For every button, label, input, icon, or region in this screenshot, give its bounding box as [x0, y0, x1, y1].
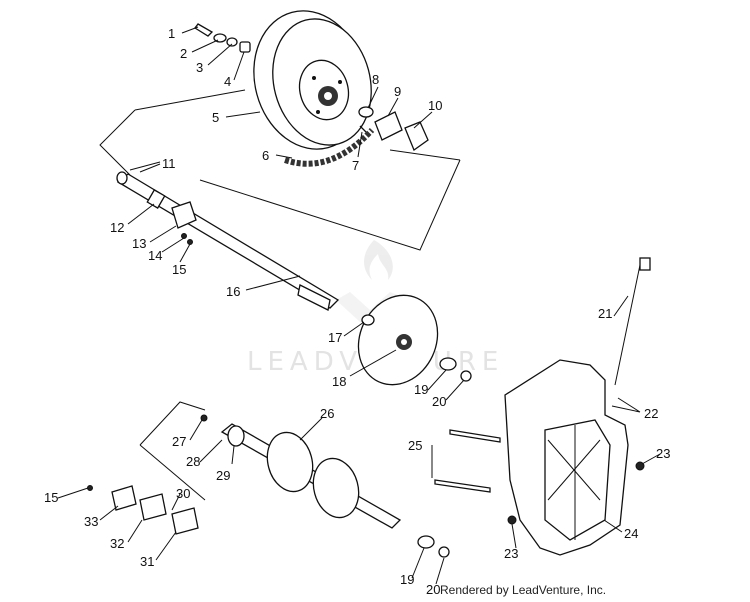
callout-32: 32 — [110, 536, 124, 551]
callout-22: 22 — [644, 406, 658, 421]
callout-6: 6 — [262, 148, 269, 163]
callouts: 1 2 3 4 5 6 7 8 9 10 11 12 13 14 15 16 1… — [44, 26, 670, 597]
key-11 — [129, 161, 161, 171]
callout-10: 10 — [428, 98, 442, 113]
flange-plate-33 — [111, 485, 137, 511]
cable-cap — [639, 257, 651, 271]
callout-18: 18 — [332, 374, 346, 389]
bolt-15 — [187, 239, 193, 245]
bolt-25a — [449, 429, 501, 443]
driven-pulley — [253, 10, 372, 150]
callout-17: 17 — [328, 330, 342, 345]
flange-plate-32 — [139, 493, 167, 521]
bolt-washer-stack — [194, 23, 251, 53]
callout-19: 19 — [414, 382, 428, 397]
footer-credit: Rendered by LeadVenture, Inc. — [440, 583, 606, 597]
callout-28: 28 — [186, 454, 200, 469]
callout-24: 24 — [624, 526, 638, 541]
callout-21: 21 — [598, 306, 612, 321]
callout-8: 8 — [372, 72, 379, 87]
callout-3: 3 — [196, 60, 203, 75]
leader-lines — [57, 26, 661, 585]
bearing-19b — [417, 535, 435, 549]
callout-23: 23 — [656, 446, 670, 461]
bearing-flange-10 — [404, 121, 429, 152]
nut-14 — [181, 233, 187, 239]
sprocket-shaft — [220, 423, 402, 529]
callout-25: 25 — [408, 438, 422, 453]
drive-chain — [284, 127, 375, 167]
bracket-line — [389, 149, 461, 161]
washer-8 — [358, 106, 374, 118]
washer-20 — [460, 370, 472, 382]
callout-9: 9 — [394, 84, 401, 99]
callout-29: 29 — [216, 468, 230, 483]
flange-plate-31 — [171, 507, 199, 535]
callout-15: 15 — [172, 262, 186, 277]
washer-20b — [438, 546, 450, 558]
drive-shaft — [116, 171, 340, 311]
callout-14: 14 — [148, 248, 162, 263]
callout-16: 16 — [226, 284, 240, 299]
callout-15b: 15 — [44, 490, 58, 505]
bracket-line — [139, 401, 206, 446]
callout-11: 11 — [162, 156, 176, 171]
callout-2: 2 — [180, 46, 187, 61]
bracket-line — [99, 109, 136, 176]
callout-20: 20 — [432, 394, 446, 409]
callout-26: 26 — [320, 406, 334, 421]
snap-ring-17 — [361, 314, 375, 326]
callout-19b: 19 — [400, 572, 414, 587]
callout-7: 7 — [352, 158, 359, 173]
bracket-line — [139, 444, 206, 501]
bolt-25b — [434, 479, 491, 493]
brake-disc — [357, 294, 439, 386]
callout-23b: 23 — [504, 546, 518, 561]
callout-5: 5 — [212, 110, 219, 125]
nut-23b — [507, 515, 517, 525]
bolt-27 — [200, 414, 208, 422]
bracket-line — [199, 159, 461, 251]
screw-7 — [359, 125, 367, 133]
callout-12: 12 — [110, 220, 124, 235]
bearing-19 — [439, 357, 457, 371]
callout-30: 30 — [176, 486, 190, 501]
callout-13: 13 — [132, 236, 146, 251]
callout-33: 33 — [84, 514, 98, 529]
callout-27: 27 — [172, 434, 186, 449]
callout-20b: 20 — [426, 582, 440, 597]
bearing-flange-9 — [374, 111, 403, 141]
callout-31: 31 — [140, 554, 154, 569]
bracket-line — [134, 89, 246, 111]
callout-4: 4 — [224, 74, 231, 89]
tension-cable — [614, 264, 641, 386]
callout-1: 1 — [168, 26, 175, 41]
chaincase-housing — [504, 359, 629, 556]
bolt-15b — [87, 485, 93, 491]
